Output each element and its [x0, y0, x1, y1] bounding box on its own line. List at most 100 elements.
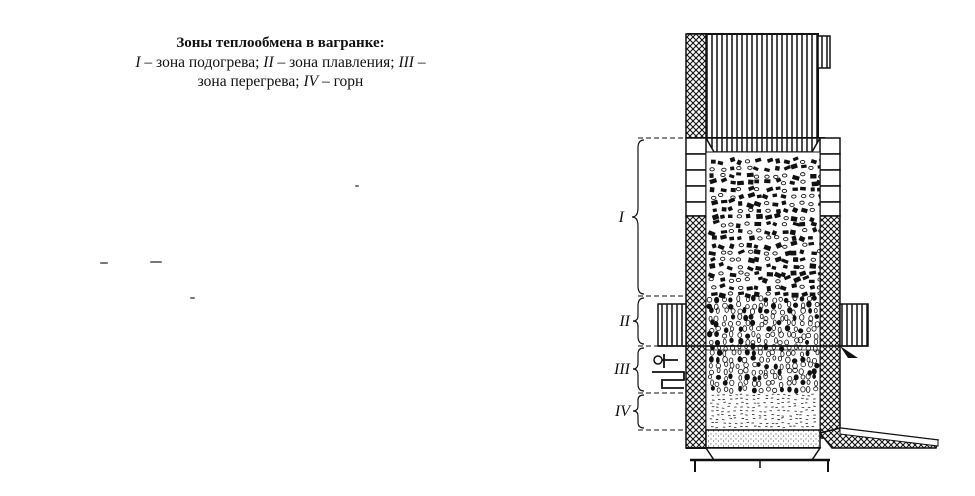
- coke-piece: [811, 226, 818, 233]
- shaft-interior: [705, 151, 821, 431]
- melt-drop: [787, 300, 792, 308]
- melt-drop: [772, 387, 778, 393]
- coke-piece: [755, 265, 762, 271]
- coke-piece: [729, 166, 735, 171]
- melt-drop: [745, 319, 751, 327]
- coke-piece: [810, 173, 817, 179]
- melt-drop: [772, 355, 777, 361]
- coke-piece: [772, 221, 778, 227]
- melt-drop: [729, 388, 734, 394]
- melt-drop: [791, 358, 798, 364]
- charge-piece: [736, 166, 742, 171]
- charge-piece: [818, 174, 820, 179]
- charge-piece: [766, 235, 772, 240]
- melt-drop: [800, 307, 806, 314]
- melt-drop: [749, 325, 754, 331]
- coke-piece: [726, 265, 733, 271]
- coke-piece: [709, 178, 718, 185]
- melt-drop: [735, 320, 741, 326]
- coke-piece: [793, 276, 802, 284]
- melt-drop: [785, 356, 791, 364]
- coke-piece: [775, 242, 783, 249]
- charge-piece: [744, 159, 751, 164]
- coke-piece: [775, 158, 781, 164]
- charge-piece: [819, 210, 820, 213]
- melt-drop: [756, 326, 761, 332]
- melt-drop: [812, 373, 816, 379]
- melt-drop: [808, 307, 813, 314]
- charge-piece: [757, 236, 763, 241]
- charge-piece: [773, 174, 779, 179]
- charge-piece: [780, 181, 787, 186]
- melt-drop: [799, 296, 805, 302]
- charge-piece: [729, 257, 735, 262]
- melt-drop: [751, 294, 756, 302]
- melt-drop: [749, 308, 755, 315]
- melt-drop: [770, 379, 775, 385]
- coke-piece: [766, 271, 774, 277]
- coke-piece: [730, 187, 736, 193]
- melt-drop: [777, 326, 782, 334]
- melt-drop: [748, 314, 754, 320]
- charge-piece: [748, 249, 754, 254]
- melt-drop: [805, 332, 812, 339]
- coke-piece: [747, 257, 756, 264]
- scan-speck: [150, 261, 162, 263]
- melt-drop: [792, 302, 799, 308]
- melt-drop: [737, 356, 743, 363]
- coke-piece: [774, 256, 783, 263]
- charge-piece: [711, 195, 717, 200]
- chimney: [685, 33, 831, 153]
- coke-piece: [775, 186, 781, 191]
- melt-drop: [792, 295, 798, 302]
- scan-speck: [100, 262, 108, 264]
- charge-piece: [802, 228, 808, 233]
- coke-piece: [775, 208, 782, 214]
- melt-drop: [766, 326, 772, 332]
- melt-drop: [771, 325, 776, 331]
- melt-drop: [708, 374, 713, 380]
- melt-drop: [779, 387, 784, 393]
- coke-piece: [747, 192, 756, 199]
- melt-drop: [738, 326, 743, 333]
- coke-piece: [809, 270, 817, 276]
- melt-drop: [709, 369, 714, 375]
- melt-drop: [805, 339, 810, 345]
- charge-piece: [808, 202, 814, 207]
- charge-piece: [753, 187, 760, 192]
- melt-drop: [784, 339, 790, 346]
- coke-piece: [746, 172, 754, 178]
- coke-piece: [783, 165, 791, 171]
- coke-piece: [792, 221, 801, 227]
- coke-piece: [764, 230, 771, 236]
- melt-drop: [777, 340, 783, 346]
- coke-piece: [790, 163, 798, 170]
- melt-drop: [805, 350, 810, 357]
- melt-drop: [744, 373, 750, 381]
- charge-piece: [775, 285, 781, 290]
- coke-piece: [719, 234, 727, 240]
- melt-drop: [723, 368, 728, 376]
- melt-drop: [792, 367, 798, 373]
- coke-piece: [737, 228, 743, 233]
- melt-drop: [744, 349, 750, 356]
- melt-drop: [779, 363, 784, 370]
- melt-drop: [777, 303, 782, 310]
- coke-piece: [790, 250, 797, 256]
- coke-piece: [746, 202, 755, 210]
- melt-drop: [770, 331, 776, 337]
- charge-piece: [810, 257, 816, 262]
- coke-piece: [718, 261, 725, 267]
- melt-drop: [729, 379, 735, 386]
- melt-drop: [756, 333, 761, 339]
- melt-drop: [715, 325, 721, 331]
- coke-piece: [817, 187, 820, 192]
- melt-drop: [811, 325, 817, 332]
- melt-drop: [792, 362, 798, 370]
- coke-piece: [735, 223, 741, 229]
- coke-piece: [782, 230, 789, 234]
- melt-drop: [780, 351, 785, 358]
- coke-piece: [728, 173, 735, 179]
- coke-piece: [773, 212, 781, 219]
- coke-piece: [798, 235, 806, 243]
